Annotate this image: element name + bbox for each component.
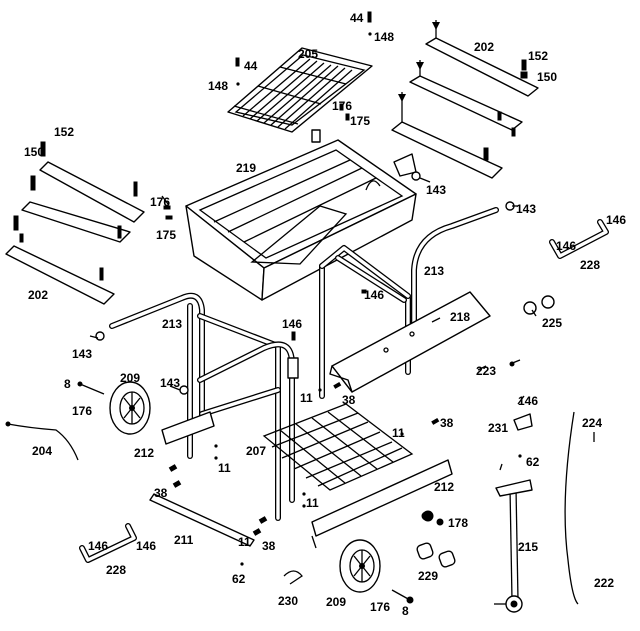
callout-152-right: 152 [528,49,548,63]
callout-212-left: 212 [134,446,154,460]
callout-11-mid-right: 11 [392,426,405,440]
callout-143-right: 143 [516,202,536,216]
callout-178: 178 [448,516,468,530]
callout-212-right: 212 [434,480,454,494]
callout-146-knob: 146 [518,394,538,408]
callout-146-rod-right: 146 [606,213,626,227]
callout-38-right: 38 [440,416,454,430]
callout-176-grate: 176 [332,99,352,113]
callout-146-center: 146 [364,288,384,302]
callout-176-axle: 176 [72,404,92,418]
callout-176-left: 176 [150,195,170,209]
callout-146-handle-right: 146 [556,239,576,253]
callout-44-left: 44 [244,59,258,73]
gas-hose [564,411,595,605]
callout-219: 219 [236,161,256,175]
callout-209-left: 209 [120,371,140,385]
callout-143-left: 143 [72,347,92,361]
callout-213-right: 213 [424,264,444,278]
side-shelf-slats-left [5,141,145,305]
hardware [77,11,555,604]
callout-218: 218 [450,310,470,324]
callout-207: 207 [246,444,266,458]
callout-175-left: 175 [156,228,176,242]
callout-150-left: 150 [24,145,44,159]
callout-62-bottom: 62 [232,572,246,586]
callout-176-bottom: 176 [370,600,390,614]
callout-225: 225 [542,316,562,330]
handle-right [549,219,609,259]
callout-230: 230 [278,594,298,608]
tank-support-rod [494,479,533,613]
callout-223: 223 [476,364,496,378]
callout-209-bottom: 209 [326,595,346,609]
callout-213-left: 213 [162,317,182,331]
frame-assembly-left [109,292,299,521]
callout-38-upper: 38 [342,393,356,407]
callout-38-bottom: 38 [262,539,276,553]
callout-204: 204 [32,444,52,458]
callout-205: 205 [298,47,318,61]
callout-8-bottom: 8 [402,604,409,618]
knob-bracket [513,395,533,431]
callout-152-left: 152 [54,125,74,139]
callout-38-lower-left: 38 [154,486,168,500]
lower-braces [149,411,453,549]
callout-11-lower: 11 [306,496,319,510]
callout-146-handle-left-2: 146 [136,539,156,553]
igniter-wire [5,421,79,461]
callout-175-grate: 175 [350,114,370,128]
valve-assembly [416,510,456,568]
callout-150-right: 150 [537,70,557,84]
callout-231: 231 [488,421,508,435]
callout-202-top-right: 202 [474,40,494,54]
callout-146-handle-left-1: 146 [88,539,108,553]
leader-lines [89,177,537,471]
callout-8-left: 8 [64,377,71,391]
callout-11-bottom: 11 [238,535,251,549]
callout-143-center: 143 [426,183,446,197]
wheel-bottom [339,539,381,593]
bottom-wire-grid [262,403,414,491]
callout-228-right: 228 [580,258,600,272]
wheel-left [109,381,151,435]
handle-left [79,523,137,563]
callout-148-left: 148 [208,79,228,93]
callout-62-right: 62 [526,455,540,469]
warming-rack [329,291,491,393]
callout-44-top: 44 [350,11,364,25]
clip [283,570,303,585]
cooking-grate [227,47,373,133]
callout-211: 211 [174,533,194,547]
callout-11-mid-left: 11 [218,461,231,475]
callout-143-axle: 143 [160,376,180,390]
callout-228-left: 228 [106,563,126,577]
callout-11-upper: 11 [300,391,313,405]
callout-148-top: 148 [374,30,394,44]
side-shelf-slats-right [391,20,539,179]
callout-224: 224 [582,416,602,430]
callout-215: 215 [518,540,538,554]
callout-222: 222 [594,576,614,590]
callout-146-leg: 146 [282,317,302,331]
firebox [185,129,417,301]
callout-202-left: 202 [28,288,48,302]
callout-229: 229 [418,569,438,583]
